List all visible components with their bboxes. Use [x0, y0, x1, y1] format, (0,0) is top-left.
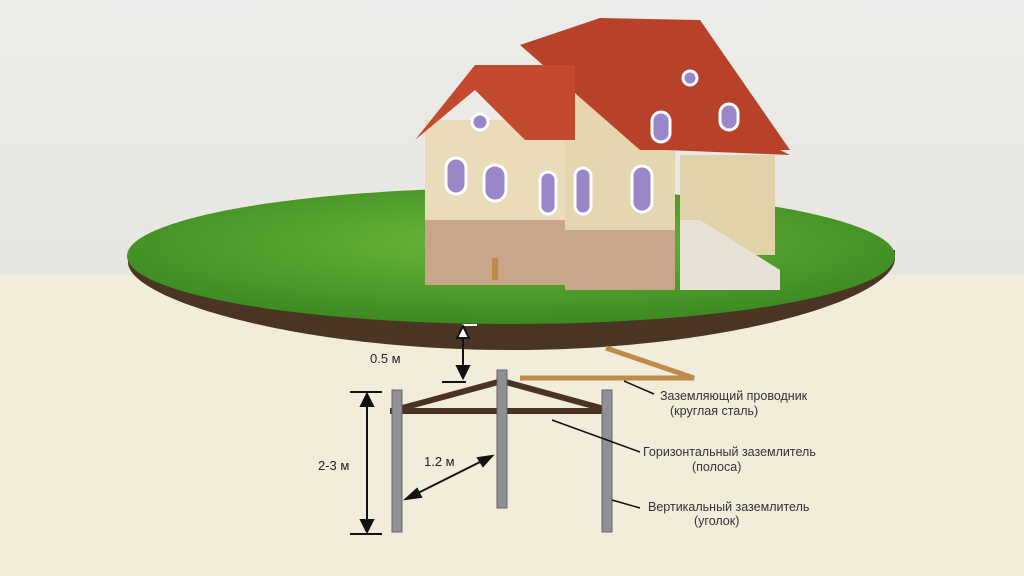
rod-spacing-label: 1.2 м [424, 454, 455, 469]
leader-line [611, 499, 641, 509]
arrow-head [359, 391, 375, 407]
conductor-label-line2: (круглая сталь) [670, 404, 758, 418]
window [573, 166, 593, 216]
arrow-head [455, 323, 471, 339]
arrow-head [402, 487, 423, 501]
depth-label: 0.5 м [370, 351, 401, 366]
house-foundation-side [565, 230, 675, 290]
leader-line [551, 419, 641, 453]
horizontal-label-line1: Горизонтальный заземлитель [643, 445, 816, 459]
vertical-label-line1: Вертикальный заземлитель [648, 500, 809, 514]
arrow-head [359, 519, 375, 535]
window [482, 163, 508, 203]
round-window [470, 112, 490, 132]
arrow-head [476, 454, 495, 468]
porch-stairs [680, 220, 780, 290]
rod-center [496, 369, 508, 509]
grounding-conductor [520, 345, 695, 381]
window [538, 170, 558, 216]
horizontal-label-line2: (полоса) [692, 460, 741, 474]
rod-left [391, 389, 403, 533]
window [444, 156, 468, 196]
round-window [681, 69, 699, 87]
porch-roof [665, 118, 790, 155]
house-illustration [415, 18, 790, 290]
rod-spacing-line [409, 457, 489, 498]
leader-line [623, 380, 655, 395]
conductor-label-line1: Заземляющий проводник [660, 389, 808, 403]
roof-front [415, 65, 575, 140]
rod-length-label: 2-3 м [318, 458, 349, 473]
arrow-head [455, 365, 471, 381]
rod-right [601, 389, 613, 533]
conductor-riser [492, 258, 498, 280]
window [630, 164, 654, 214]
vertical-label-line2: (уголок) [694, 514, 739, 528]
vertical-rods [391, 369, 613, 533]
window [718, 102, 740, 132]
dimension-lines [350, 323, 655, 535]
window [650, 110, 672, 144]
windows [444, 69, 740, 216]
